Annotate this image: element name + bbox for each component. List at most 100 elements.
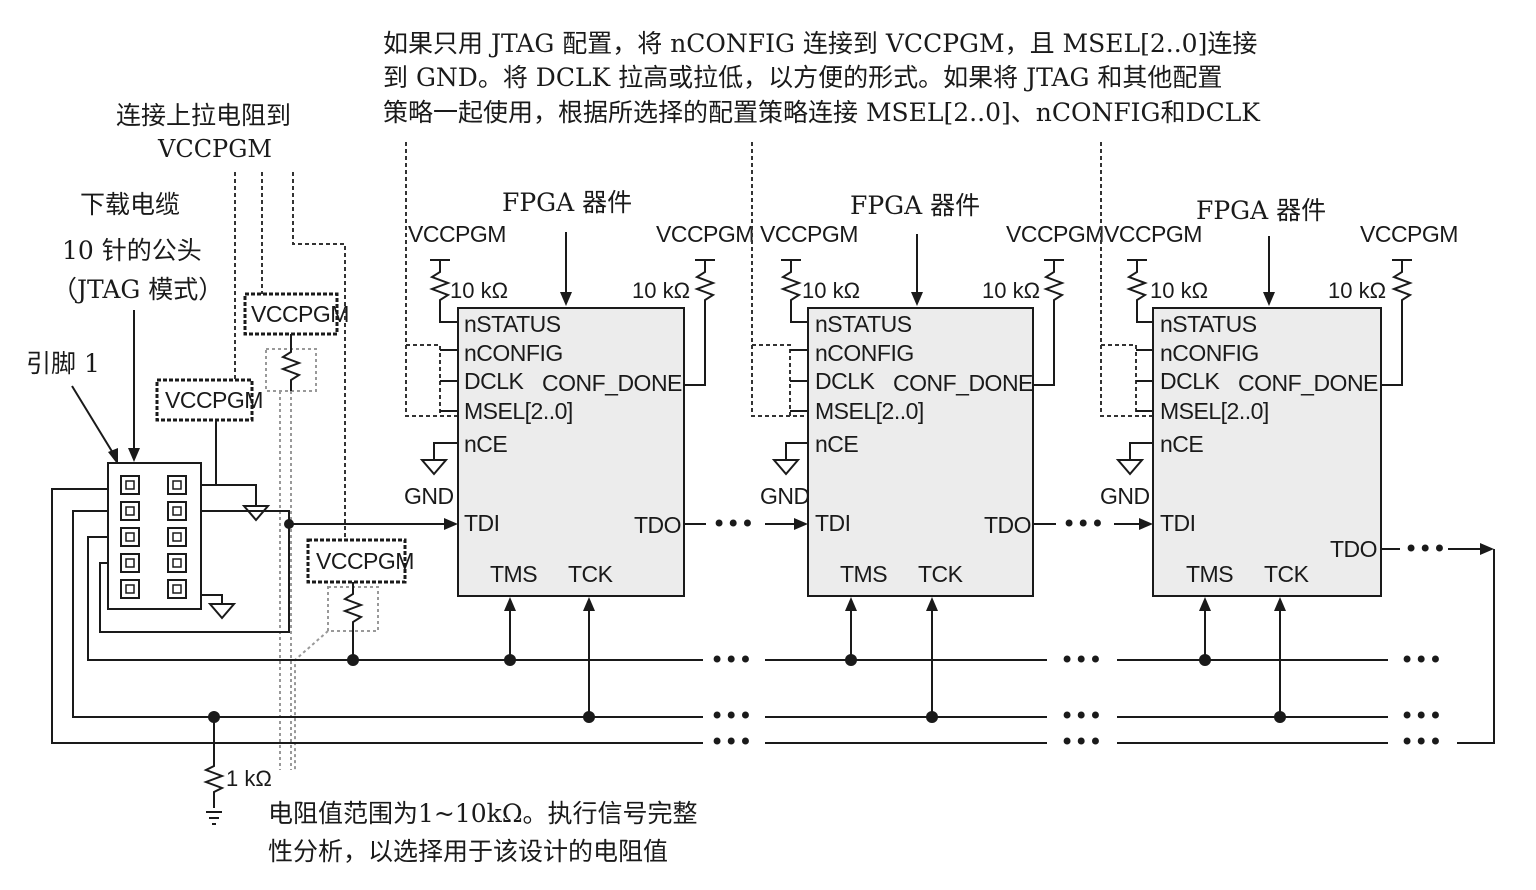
conn-gnd-wire-2 [200,594,223,610]
tdi-arrow-2 [794,518,808,530]
gnd-label: GND [760,483,810,509]
svg-text:VCCPGM: VCCPGM [165,387,263,413]
bus-dots-4: ••• [1060,646,1102,674]
bus-dots-7: ••• [1400,646,1442,674]
connector-pins [120,475,187,599]
pin-tck: TCK [1264,561,1310,587]
chain-dots-1: ••• [712,510,754,538]
gnd-label: GND [404,483,454,509]
vccpgm-box-2: VCCPGM [243,292,349,336]
svg-text:VCCPGM: VCCPGM [316,548,414,574]
conn-vcc-wire [201,420,217,486]
pin-nstatus: nSTATUS [1160,311,1257,337]
bus-dots-6: ••• [1060,728,1102,756]
fpga-device-2: FPGA 器件 VCCPGM 10 kΩ VCCPGM 10 kΩ GND nS… [751,142,1104,723]
pin-nstatus: nSTATUS [464,311,561,337]
jtag-connector [107,462,202,610]
pin-nstatus: nSTATUS [815,311,912,337]
resistor-2 [342,582,364,660]
gnd-symbol-conn-2 [207,603,237,620]
vccpgm-right: VCCPGM [1360,221,1458,247]
vccpgm-right: VCCPGM [656,221,754,247]
vccpgm-left: VCCPGM [1104,221,1202,247]
device-title: FPGA 器件 [1196,196,1326,225]
pin-tdo: TDO [634,512,681,538]
fpga-device-3: FPGA 器件 VCCPGM 10 kΩ VCCPGM 10 kΩ GND nS… [1100,142,1458,723]
pin-tms: TMS [490,561,537,587]
pullup-line-3 [292,172,346,540]
fpga-body [457,307,685,597]
pin-tms: TMS [840,561,887,587]
pin-nce: nCE [464,431,507,457]
resistor-label-left: 10 kΩ [450,278,508,303]
conn-tdi-wire [201,510,290,524]
pin-tdi: TDI [464,510,500,536]
fpga-body [1152,307,1382,597]
tdi-arrow-3 [1139,518,1153,530]
bus-dots-3: ••• [710,728,752,756]
pin-nconfig: nCONFIG [815,340,914,366]
pin-conf-done: CONF_DONE [1238,370,1378,396]
svg-text:VCCPGM: VCCPGM [251,301,349,327]
note-bottom-line-2: 性分析，以选择用于该设计的电阻值 [268,837,668,866]
resistor-1k [203,717,225,808]
resistor-label-left: 10 kΩ [802,278,860,303]
gnd-label: GND [1100,483,1150,509]
pin-conf-done: CONF_DONE [542,370,682,396]
chain-dots-2: ••• [1062,510,1104,538]
bus-tck-1 [72,510,703,718]
bus-dots-8: ••• [1400,702,1442,730]
pin-tdi: TDI [1160,510,1196,536]
device-title: FPGA 器件 [850,191,980,220]
pin-tdo: TDO [984,512,1031,538]
pin-nce: nCE [1160,431,1203,457]
grey-line-3 [294,630,329,770]
note-top-line-1: 如果只用 JTAG 配置，将 nCONFIG 连接到 VCCPGM，且 MSEL… [383,29,1257,58]
pin-tdo: TDO [1330,536,1377,562]
bus-dots-9: ••• [1400,728,1442,756]
bus-dots-2: ••• [710,702,752,730]
resistor-1k-label: 1 kΩ [226,766,272,791]
cable-arrow [128,310,140,462]
resistor-label-left: 10 kΩ [1150,278,1208,303]
pin-nconfig: nCONFIG [1160,340,1259,366]
resistor-label-right: 10 kΩ [982,278,1040,303]
conn-tdi-return [99,524,290,633]
pin-msel: MSEL[2..0] [815,398,924,424]
bus-tms-1 [87,536,703,661]
pin-tck: TCK [568,561,614,587]
note-top-line-3: 策略一起使用，根据所选择的配置策略连接 MSEL[2..0]、nCONFIG和D… [383,98,1261,127]
note-bottom-line-1: 电阻值范围为1~10kΩ。执行信号完整 [268,799,698,828]
device-title: FPGA 器件 [502,188,632,217]
resistor-1 [280,334,302,391]
vccpgm-left: VCCPGM [408,221,506,247]
pin-conf-done: CONF_DONE [893,370,1033,396]
pin-nconfig: nCONFIG [464,340,563,366]
resistor-label-right: 10 kΩ [632,278,690,303]
vccpgm-right: VCCPGM [1006,221,1104,247]
pin-msel: MSEL[2..0] [1160,398,1269,424]
pin-tdi: TDI [815,510,851,536]
vccpgm-box-3: VCCPGM [306,538,414,584]
note-cable-line-2: 10 针的公头 [62,236,202,265]
note-pullup-line-1: 连接上拉电阻到 [116,101,291,130]
resistor-label-right: 10 kΩ [1328,278,1386,303]
pin-dclk: DCLK [464,368,525,394]
note-top-line-2: 到 GND。将 DCLK 拉高或拉低，以方便的形式。如果将 JTAG 和其他配置 [383,63,1222,92]
tdo-out-arrow [1480,543,1494,555]
pin-dclk: DCLK [815,368,876,394]
gnd-symbol-conn-1 [241,505,271,522]
pin-tms: TMS [1186,561,1233,587]
chain-dots-3: ••• [1404,535,1446,563]
bus-tdo-return-4 [1457,549,1495,744]
pin-nce: nCE [815,431,858,457]
pin-tck: TCK [918,561,964,587]
tms-node-1 [347,654,359,666]
fpga-device-1: FPGA 器件 VCCPGM 10 kΩ VCCPGM 10 kΩ GND nS… [404,142,754,723]
ground-symbol-1k [206,811,222,825]
pin-dclk: DCLK [1160,368,1221,394]
note-cable-line-1: 下载电缆 [80,190,180,219]
pin-msel: MSEL[2..0] [464,398,573,424]
vccpgm-box-1: VCCPGM [155,378,263,422]
